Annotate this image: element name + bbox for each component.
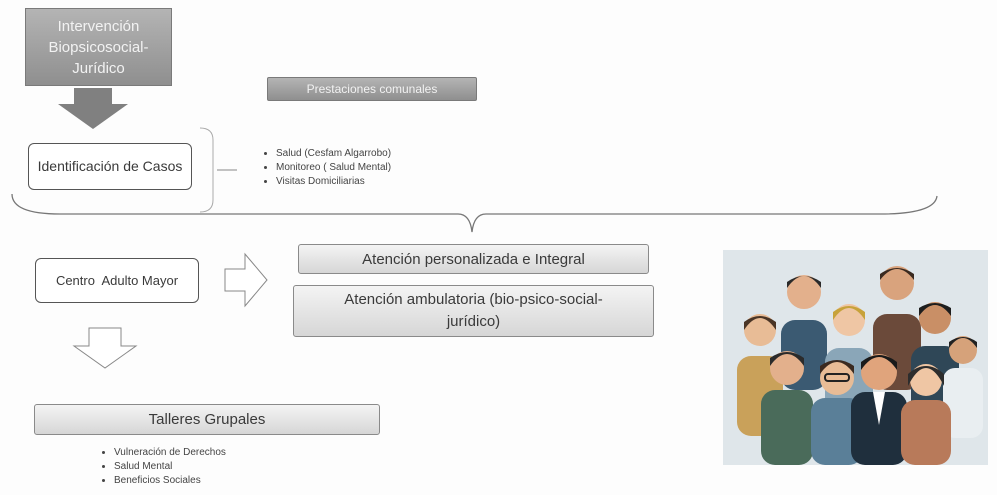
prestaciones-item: Salud (Cesfam Algarrobo): [276, 147, 496, 161]
talleres-list: Vulneración de Derechos Salud Mental Ben…: [100, 446, 334, 488]
atencion-ambulatoria-label: Atención ambulatoria (bio-psico-social-j…: [344, 291, 603, 330]
talleres-item: Vulneración de Derechos: [114, 446, 334, 460]
prestaciones-list: Salud (Cesfam Algarrobo) Monitoreo ( Sal…: [262, 147, 496, 189]
down-arrow-icon: [58, 88, 128, 129]
down-outline-arrow-icon: [72, 327, 138, 369]
prestaciones-item: Monitoreo ( Salud Mental): [276, 161, 496, 175]
talleres-item: Beneficios Sociales: [114, 474, 334, 488]
atencion-personalizada-box: Atención personalizada e Integral: [298, 244, 649, 274]
centro-label: Centro Adulto Mayor: [55, 272, 179, 288]
talleres-grupales-box: Talleres Grupales: [34, 404, 380, 435]
right-arrow-icon: [224, 252, 268, 308]
identificacion-box: Identificación de Casos: [28, 143, 192, 190]
prestaciones-item: Visitas Domiciliarias: [276, 175, 496, 189]
intervencion-label: Intervención Biopsicosocial-Jurídico: [48, 17, 149, 77]
talleres-item: Salud Mental: [114, 460, 334, 474]
prestaciones-title: Prestaciones comunales: [306, 82, 438, 96]
talleres-title: Talleres Grupales: [148, 411, 266, 428]
atencion-personalizada-label: Atención personalizada e Integral: [362, 250, 585, 268]
people-group-illustration: [723, 250, 988, 465]
atencion-ambulatoria-box: Atención ambulatoria (bio-psico-social-j…: [293, 285, 654, 337]
prestaciones-title-box: Prestaciones comunales: [267, 77, 477, 101]
centro-adulto-mayor-box: Centro Adulto Mayor: [35, 258, 199, 303]
identificacion-label: Identificación de Casos: [37, 158, 183, 174]
intervencion-box: Intervención Biopsicosocial-Jurídico: [25, 8, 172, 86]
